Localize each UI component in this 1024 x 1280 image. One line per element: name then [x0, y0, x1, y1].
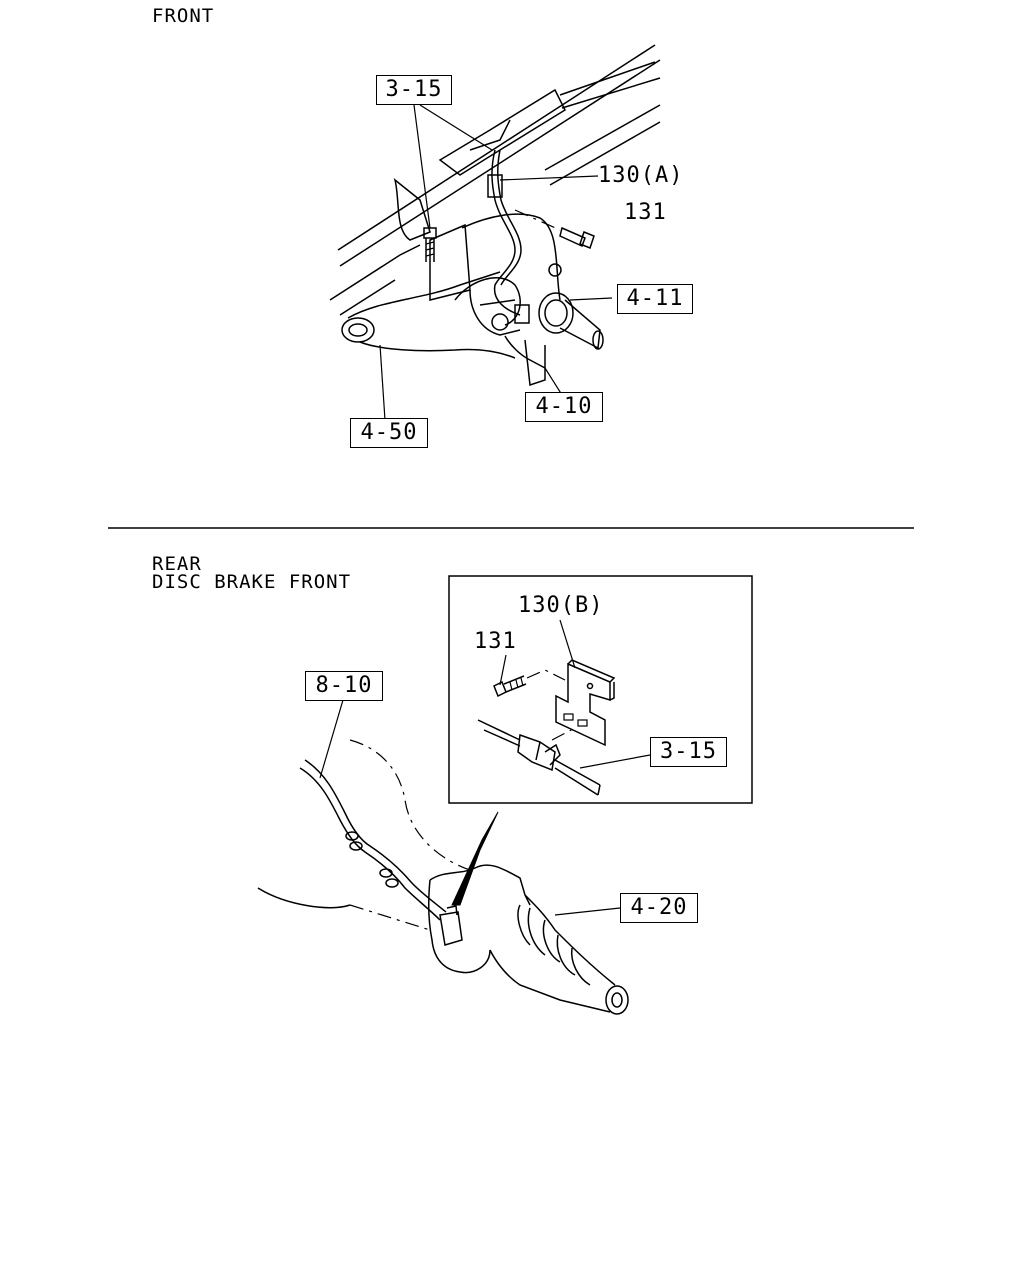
label-axle-4-50: 4-50	[350, 418, 428, 448]
label-bolt-131-detail: 131	[474, 629, 517, 654]
rear-differential	[427, 864, 531, 974]
detail-pointer	[451, 811, 499, 906]
label-bolt-131-front: 131	[624, 200, 667, 225]
rear-brake-line	[299, 759, 447, 921]
front-hub-spindle	[538, 292, 604, 350]
label-rear-axle-4-20: 4-20	[620, 893, 698, 923]
label-bracket-130b: 130(B)	[518, 593, 604, 618]
label-hub-4-11: 4-11	[617, 284, 693, 314]
label-brake-line-8-10: 8-10	[305, 671, 383, 701]
front-axle-housing	[341, 88, 566, 387]
front-sensor-wire	[479, 149, 530, 324]
front-frame-rails	[329, 44, 661, 316]
label-bracket-130a: 130(A)	[598, 163, 684, 188]
label-wire-3-15-front: 3-15	[376, 75, 452, 105]
front-heading: FRONT	[152, 5, 215, 27]
rear-heading: REAR	[152, 553, 202, 575]
front-leader-lines	[379, 104, 613, 421]
detail-sensor-wire	[477, 719, 601, 796]
detail-bracket-b	[555, 659, 616, 747]
label-knuckle-4-10: 4-10	[525, 392, 603, 422]
rear-body-outline	[257, 739, 471, 931]
detail-inset-frame	[448, 575, 753, 804]
front-bolt-131	[514, 209, 595, 249]
rear-axle-tube	[489, 894, 629, 1015]
label-wire-3-15-detail: 3-15	[650, 737, 727, 767]
disc-brake-front-heading: DISC BRAKE FRONT	[152, 571, 352, 593]
detail-bolt-131	[493, 669, 566, 698]
rear-leader-lines	[319, 699, 621, 916]
detail-leader-lines	[499, 619, 651, 769]
